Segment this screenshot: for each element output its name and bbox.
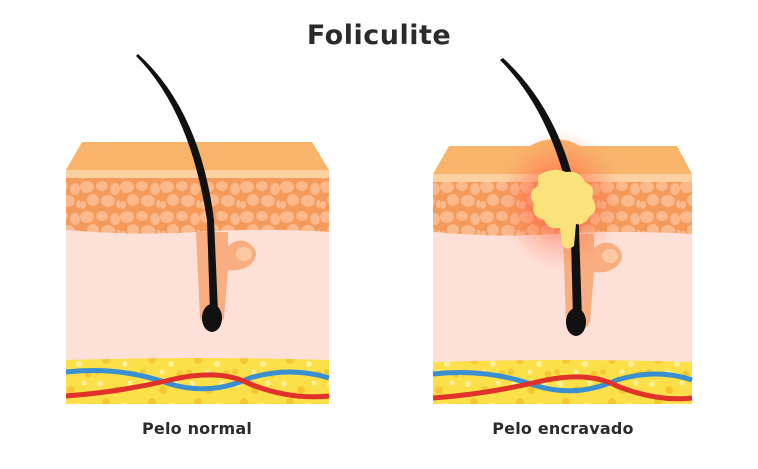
artery (65, 372, 330, 400)
fat-layer (66, 358, 329, 404)
cell-layer (66, 178, 329, 234)
hair-shaft (500, 58, 582, 326)
caption-ingrown-hair: Pelo encravado (492, 419, 634, 438)
hair-shaft (136, 54, 218, 321)
hair-bulb (566, 308, 586, 336)
pus-pocket (530, 169, 596, 249)
vein (65, 368, 330, 392)
caption-normal-hair: Pelo normal (141, 419, 253, 438)
epidermis-band (66, 170, 329, 178)
dermis (66, 230, 329, 360)
artery (432, 374, 693, 402)
panel-ingrown (432, 58, 693, 404)
fat-layer (433, 360, 692, 404)
dermis (433, 232, 692, 362)
panel-normal (65, 54, 330, 404)
hair-bulb (202, 304, 222, 332)
vein (432, 370, 693, 394)
diagram-title: Foliculite (306, 20, 452, 51)
